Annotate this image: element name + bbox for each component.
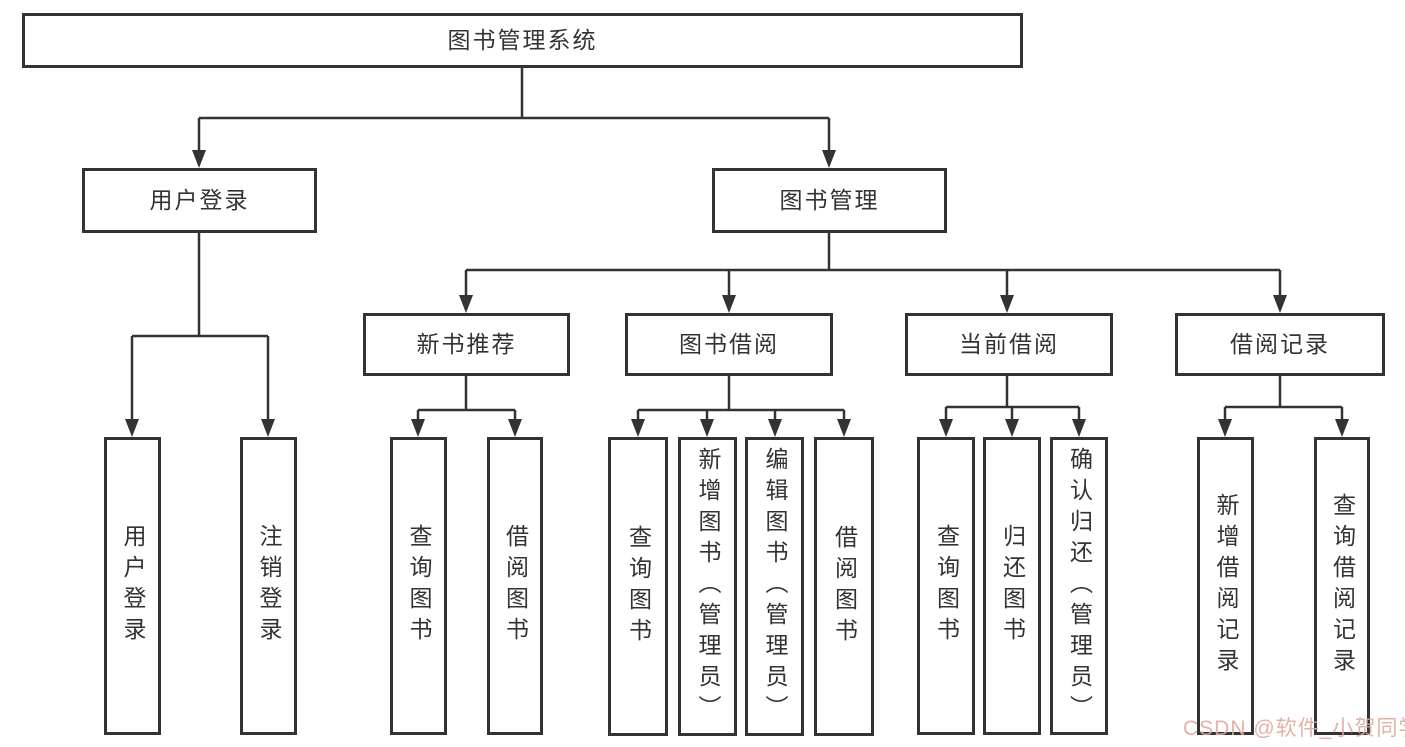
node-root: 图书管理系统 xyxy=(22,13,1023,68)
node-new-book-recommend-label: 新书推荐 xyxy=(416,331,517,357)
node-borrow-records-label: 借阅记录 xyxy=(1230,331,1330,357)
leaf-borrow-books-recommend: 借阅图书 xyxy=(487,437,543,735)
leaf-query-books-borrow: 查询图书 xyxy=(608,437,668,736)
leaf-add-book-admin-label: 新增图书（管理员） xyxy=(695,447,721,726)
leaf-query-books-recommend-label: 查询图书 xyxy=(406,524,432,648)
leaf-return-books-label: 归还图书 xyxy=(999,524,1026,648)
leaf-borrow-books-borrow-label: 借阅图书 xyxy=(831,524,858,649)
node-book-management: 图书管理 xyxy=(712,168,947,233)
leaf-user-login: 用户登录 xyxy=(104,437,161,735)
leaf-add-borrow-record: 新增借阅记录 xyxy=(1197,437,1254,735)
leaf-add-book-admin: 新增图书（管理员） xyxy=(678,437,737,736)
leaf-borrow-books-recommend-label: 借阅图书 xyxy=(502,524,529,648)
leaf-return-books: 归还图书 xyxy=(983,437,1041,735)
node-book-borrow-label: 图书借阅 xyxy=(679,331,779,357)
leaf-edit-book-admin: 编辑图书（管理员） xyxy=(745,437,804,736)
node-book-management-label: 图书管理 xyxy=(779,187,880,213)
leaf-logout: 注销登录 xyxy=(240,437,297,735)
watermark-text: CSDN @软件_小贺同学 xyxy=(1183,717,1405,740)
leaf-query-books-current: 查询图书 xyxy=(917,437,975,735)
node-user-login-label: 用户登录 xyxy=(149,187,250,213)
node-current-borrow: 当前借阅 xyxy=(905,313,1113,376)
leaf-user-login-label: 用户登录 xyxy=(120,524,146,648)
node-book-borrow: 图书借阅 xyxy=(625,313,833,376)
leaf-logout-label: 注销登录 xyxy=(256,524,282,648)
leaf-query-borrow-record-label: 查询借阅记录 xyxy=(1329,493,1356,679)
leaf-query-books-current-label: 查询图书 xyxy=(933,524,960,648)
leaf-borrow-books-borrow: 借阅图书 xyxy=(814,437,874,736)
leaf-confirm-return-admin-label: 确认归还（管理员） xyxy=(1066,446,1093,726)
node-new-book-recommend: 新书推荐 xyxy=(363,313,570,376)
leaf-query-books-borrow-label: 查询图书 xyxy=(625,524,652,649)
node-current-borrow-label: 当前借阅 xyxy=(959,331,1059,357)
leaf-query-borrow-record: 查询借阅记录 xyxy=(1314,437,1370,735)
node-root-label: 图书管理系统 xyxy=(447,27,598,53)
node-user-login: 用户登录 xyxy=(82,168,317,233)
leaf-add-borrow-record-label: 新增借阅记录 xyxy=(1213,493,1239,679)
leaf-confirm-return-admin: 确认归还（管理员） xyxy=(1050,437,1108,735)
node-borrow-records: 借阅记录 xyxy=(1175,313,1385,376)
leaf-edit-book-admin-label: 编辑图书（管理员） xyxy=(762,447,788,726)
leaf-query-books-recommend: 查询图书 xyxy=(390,437,447,735)
